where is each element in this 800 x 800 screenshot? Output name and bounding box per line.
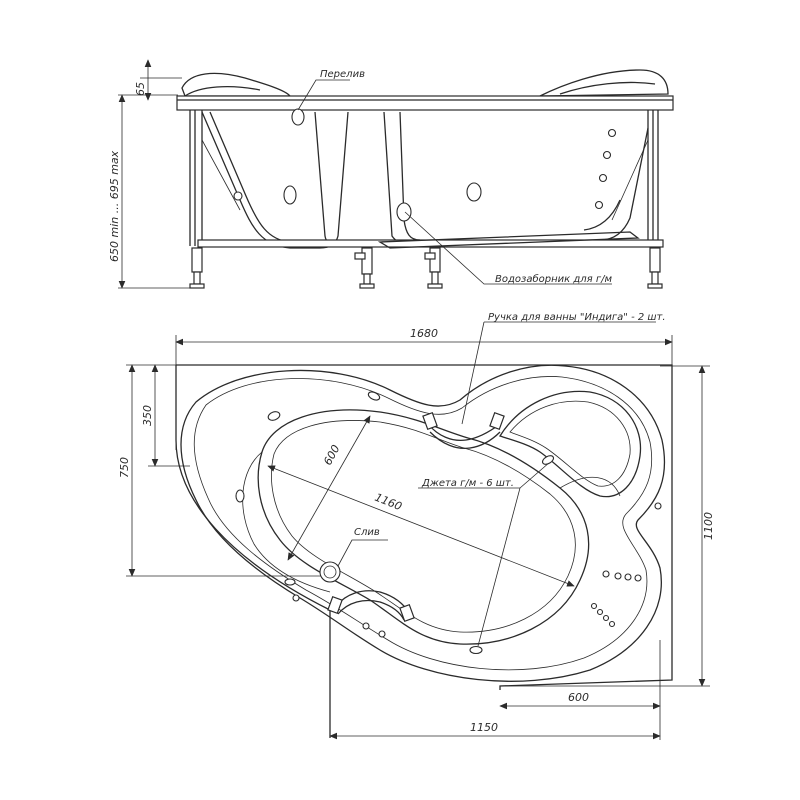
drain [319, 561, 341, 583]
side-view: Перелив Водозаборник для г/м 65 650 min … [108, 60, 674, 289]
overflow-label: Перелив [320, 69, 365, 80]
bottom-handle [327, 590, 415, 623]
left-headrest [181, 72, 292, 97]
top-view: Ручка для ванны "Индига" - 2 шт. 1680 11… [118, 312, 715, 740]
right-headrest [539, 69, 669, 97]
total-height-dim: 650 min ... 695 max [108, 150, 121, 262]
bottom-offset-dim: 600 [568, 691, 589, 704]
offset-dim: 350 [141, 405, 154, 426]
inner-width-dim: 600 [321, 443, 342, 468]
rim-height-dim: 65 [134, 82, 147, 96]
top-jets [235, 391, 662, 655]
water-intake-label: Водозаборник для г/м [495, 273, 612, 285]
width-dim: 1100 [702, 512, 715, 540]
tub-outer-shell [180, 364, 666, 682]
inner-length-dim: 1160 [373, 491, 404, 514]
legs [189, 247, 663, 289]
bottom-length-dim: 1150 [470, 721, 498, 734]
handle-label: Ручка для ванны "Индига" - 2 шт. [488, 312, 666, 323]
side-jets [233, 108, 617, 222]
tub-rim [176, 95, 674, 111]
jets-label: Джета г/м - 6 шт. [421, 478, 514, 489]
drain-label: Слив [354, 527, 380, 538]
short-side-dim: 750 [118, 457, 131, 478]
length-dim: 1680 [410, 327, 438, 340]
top-handle [422, 411, 505, 450]
armrest-lobe [499, 390, 642, 498]
